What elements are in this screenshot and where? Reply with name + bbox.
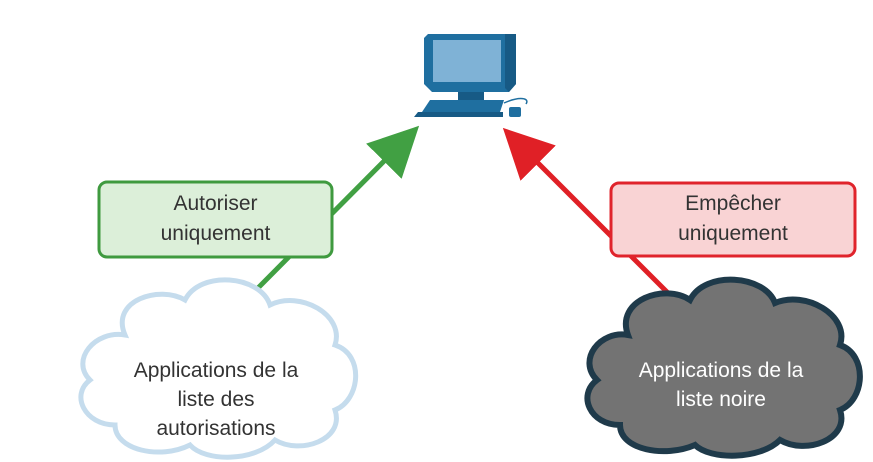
block-cloud-line-1: Applications de la [638, 359, 804, 382]
block-cloud-label: Applications de la liste noire [600, 356, 842, 414]
allow-cloud-label: Applications de la liste des autorisatio… [96, 356, 336, 443]
block-box-label: Empêcher uniquement [611, 189, 855, 249]
allow-box-line-2: uniquement [160, 222, 271, 245]
block-box-line-2: uniquement [678, 222, 788, 245]
block-cloud-line-2: liste noire [676, 388, 766, 411]
light-cloud-icon [78, 277, 359, 460]
allow-box-label: Autoriser uniquement [99, 189, 332, 249]
computer-icon [414, 34, 528, 117]
allow-cloud-line-3: autorisations [156, 417, 276, 440]
block-box [609, 181, 857, 258]
allow-cloud-line-2: liste des [177, 388, 255, 411]
dark-cloud-icon [584, 276, 863, 459]
allow-box-line-1: Autoriser [173, 192, 258, 215]
block-box-line-1: Empêcher [685, 192, 781, 215]
block-arrow [502, 127, 674, 299]
allow-cloud-line-1: Applications de la [133, 359, 299, 382]
allow-box [97, 180, 334, 259]
